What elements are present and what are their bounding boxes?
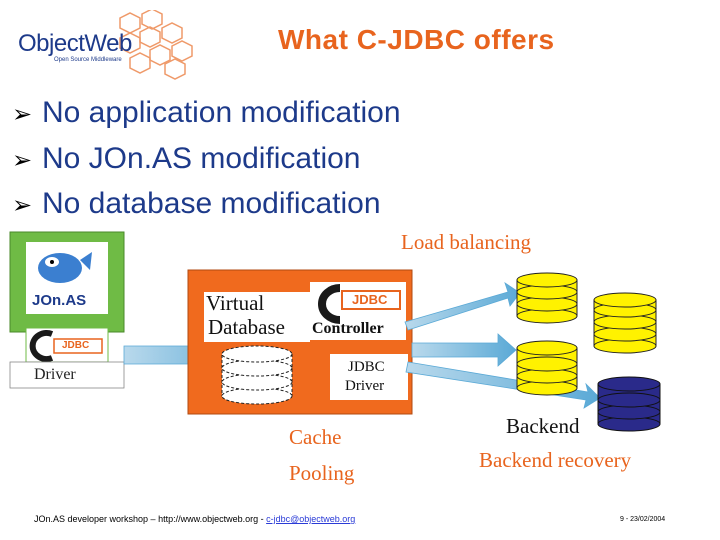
cache-database-icon (221, 345, 293, 405)
backend-database-1 (516, 272, 578, 324)
driver-box (9, 361, 125, 389)
cjdbc-driver-logo-text: JDBC (62, 340, 90, 351)
driver-label: Driver (34, 366, 76, 383)
cjdbc-controller-c-icon (318, 284, 341, 324)
cjdbc-c-icon (29, 330, 54, 362)
whale-tail-icon (80, 252, 92, 270)
load-balancing-label: Load balancing (401, 230, 532, 254)
bullet-item: ➢No application modification (12, 96, 401, 129)
whale-pupil-icon (50, 260, 54, 264)
footer-page-date: 9 - 23/02/2004 (620, 516, 666, 523)
hexagon-network-icon (119, 10, 193, 80)
virtual-database-label-box (204, 292, 310, 342)
backend-recovery-label: Backend recovery (479, 448, 632, 472)
backend-label: Backend (506, 414, 580, 438)
cjdbc-label-box (53, 338, 103, 354)
cjdbc-controller-label-box (341, 290, 401, 310)
logo-wordmark: ObjectWeb (18, 30, 132, 57)
arrow-to-backend-bottom (405, 361, 601, 409)
backend-database-recovery (597, 376, 661, 432)
bullet-item: ➢No JOn.AS modification (12, 142, 361, 175)
backend-database-2 (593, 292, 657, 354)
arrow-to-backend-middle (411, 333, 517, 367)
footer-email-link[interactable]: c-jdbc@objectweb.org (266, 514, 356, 524)
arrow-to-backend-top (404, 282, 521, 331)
slide-title: What C-JDBC offers (278, 24, 555, 55)
arrow-bullet-icon: ➢ (12, 147, 33, 174)
backend-database-3 (516, 340, 578, 396)
jonas-logo-text: JOn.AS (32, 292, 87, 309)
objectweb-logo: ObjectWeb Open Source Middleware (0, 0, 210, 80)
arrow-bullet-icon: ➢ (12, 192, 33, 219)
jdbc-driver-label-1: JDBC (348, 359, 385, 375)
arrow-bullet-icon: ➢ (12, 101, 33, 128)
virtual-label: Virtual (206, 291, 265, 315)
database-label: Database (208, 315, 285, 339)
cache-label: Cache (289, 425, 342, 449)
whale-icon (38, 253, 82, 283)
controller-label: Controller (312, 320, 384, 337)
bullet-item: ➢No database modification (12, 187, 381, 220)
jdbc-driver-box (330, 354, 408, 400)
logo-tagline: Open Source Middleware (54, 57, 122, 63)
pooling-label: Pooling (289, 461, 355, 485)
jdbc-driver-label-2: Driver (345, 378, 385, 394)
cjdbc-controller-logo-text: JDBC (352, 292, 388, 307)
footer-text: JOn.AS developer workshop – http://www.o… (34, 514, 356, 524)
